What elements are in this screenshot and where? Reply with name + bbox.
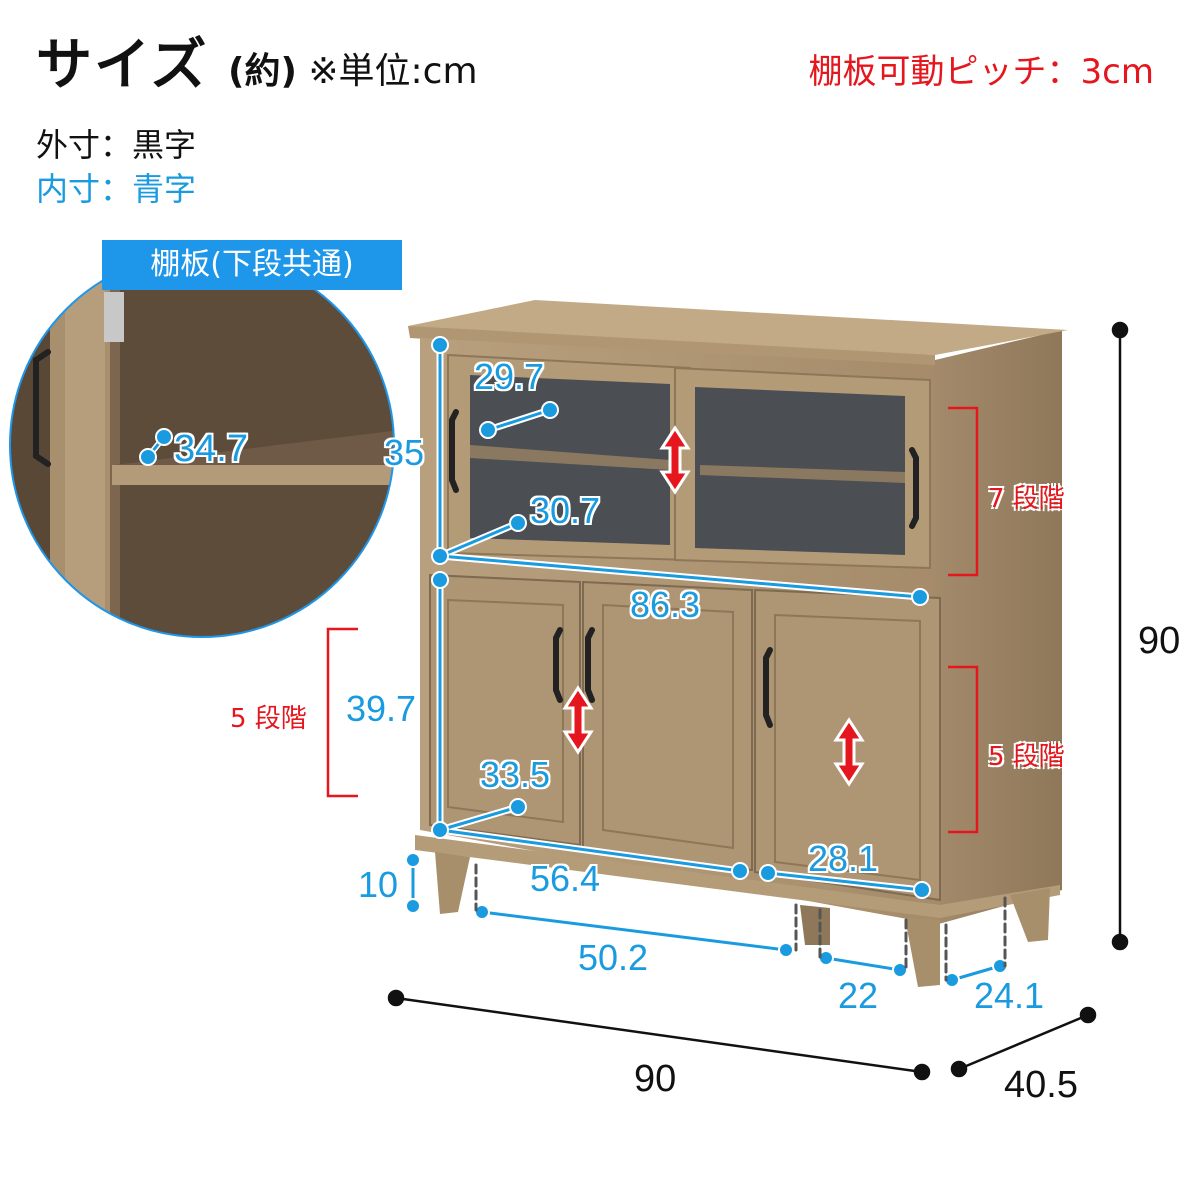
dim-lower-height: 39.7	[346, 688, 417, 729]
dim-upper-height: 35	[384, 432, 425, 473]
legend-inner-dimensions: 内寸：青字	[36, 170, 197, 208]
dim-under-clearance-width: 50.2	[578, 937, 649, 978]
shelf-pitch-note: 棚板可動ピッチ：3cm	[808, 52, 1154, 92]
adjust-arrows	[562, 425, 865, 787]
inset-shelf-depth: 34.7	[174, 428, 248, 470]
shelf-inset-label: 棚板(下段共通)	[102, 240, 402, 290]
upper-shelf-steps: 7 段階	[988, 484, 1065, 514]
cabinet	[408, 300, 1068, 987]
dim-outer-height: 90	[1138, 620, 1181, 662]
inner-dimension-lines	[405, 336, 1008, 988]
dim-lower-left-width: 56.4	[530, 858, 601, 899]
dim-leg-gap-right: 22	[838, 975, 879, 1016]
lower-right-shelf-steps: 5 段階	[988, 742, 1065, 772]
dim-under-clearance-depth: 24.1	[974, 975, 1045, 1016]
page-title: サイズ	[36, 33, 209, 98]
unit-label: ※単位:cm	[308, 51, 478, 92]
adjust-brackets	[326, 406, 979, 834]
unit-note: (約) ※単位:cm	[228, 42, 478, 94]
dim-outer-width: 90	[634, 1058, 677, 1100]
approx-label: (約)	[228, 51, 297, 92]
dim-upper-depth-top: 29.7	[474, 356, 545, 397]
dim-lower-depth: 33.5	[480, 754, 551, 795]
dim-lower-right-width: 28.1	[808, 838, 879, 879]
lower-left-shelf-steps: 5 段階	[230, 704, 307, 734]
dim-outer-depth: 40.5	[1004, 1064, 1078, 1106]
dim-upper-width: 86.3	[630, 584, 701, 625]
dim-leg-height: 10	[358, 864, 399, 905]
legend-outer-dimensions: 外寸：黒字	[36, 126, 197, 164]
dim-upper-depth-bottom: 30.7	[530, 490, 601, 531]
outer-dimension-lines	[387, 321, 1129, 1081]
